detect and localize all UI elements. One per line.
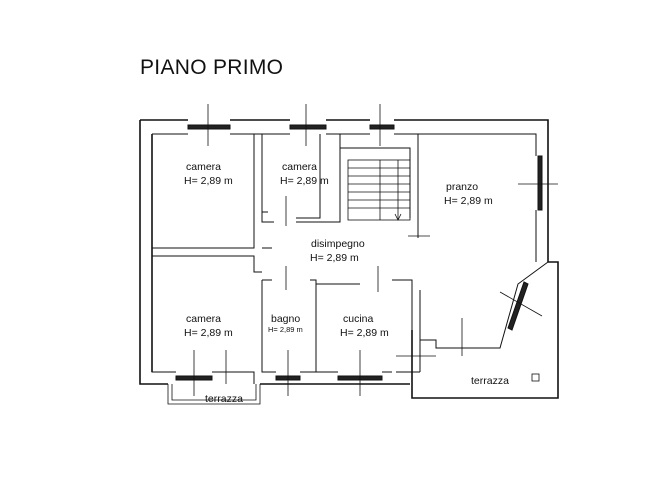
room-disimpegno-height: H= 2,89 m <box>310 252 359 264</box>
staircase <box>347 159 411 221</box>
room-camera-nw-name: camera <box>186 161 221 173</box>
axis-marks <box>193 104 558 396</box>
terrace-left-label: terrazza <box>205 393 243 405</box>
room-camera-sw-height: H= 2,89 m <box>184 327 233 339</box>
plan-title: PIANO PRIMO <box>140 56 283 79</box>
windows <box>175 124 543 381</box>
room-cucina-name: cucina <box>343 313 374 325</box>
room-camera-n-height: H= 2,89 m <box>280 175 329 187</box>
room-pranzo-height: H= 2,89 m <box>444 195 493 207</box>
room-labels: camera H= 2,89 m camera H= 2,89 m pranzo… <box>184 161 509 405</box>
room-disimpegno-name: disimpegno <box>311 238 365 250</box>
room-pranzo-name: pranzo <box>446 181 478 193</box>
room-bagno-name: bagno <box>271 313 300 325</box>
terrace-left <box>167 384 261 405</box>
drain-square <box>531 373 540 382</box>
terrace-right-label: terrazza <box>471 375 509 387</box>
room-camera-nw-height: H= 2,89 m <box>184 175 233 187</box>
outer-walls <box>139 119 559 399</box>
interior-walls <box>151 133 549 384</box>
room-camera-sw-name: camera <box>186 313 221 325</box>
room-bagno-height: H= 2,89 m <box>268 325 303 334</box>
room-cucina-height: H= 2,89 m <box>340 327 389 339</box>
room-camera-n-name: camera <box>282 161 317 173</box>
